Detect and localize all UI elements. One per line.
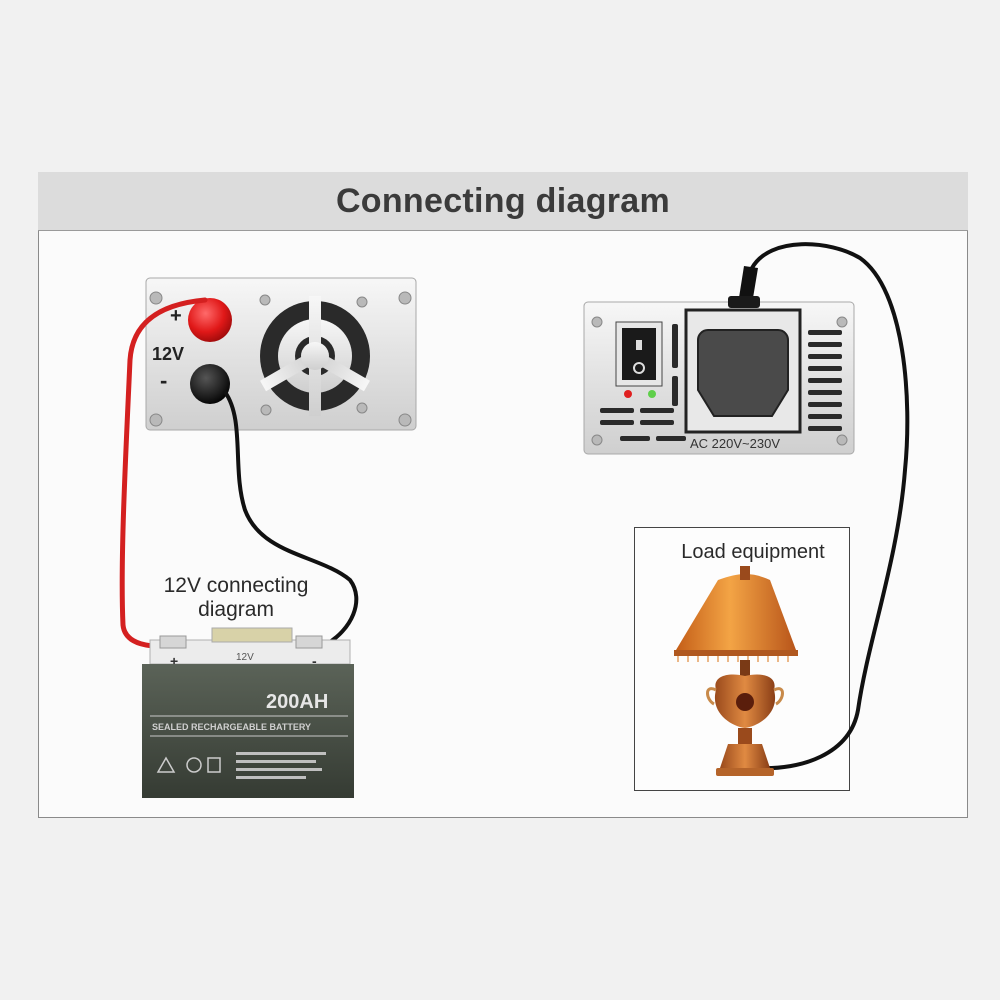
positive-sign: + — [170, 305, 182, 327]
battery-voltage: 12V — [236, 652, 254, 663]
positive-terminal — [188, 298, 232, 342]
battery-subtitle: SEALED RECHARGEABLE BATTERY — [152, 722, 311, 732]
battery-capacity: 200AH — [266, 691, 328, 713]
outlet-label: AC 220V~230V — [690, 436, 780, 451]
inverter-dc-panel: + 12V - — [145, 277, 417, 431]
power-plug — [728, 266, 760, 308]
black-wire — [223, 390, 359, 647]
ac-cord — [750, 242, 910, 771]
red-wire — [119, 297, 208, 649]
load-equipment-label: Load equipment — [681, 541, 825, 563]
negative-sign: - — [160, 368, 167, 393]
battery-positive-sign: + — [170, 653, 178, 669]
battery-warning-icons — [156, 756, 221, 773]
green-indicator-led — [648, 390, 656, 398]
title-bar: Connecting diagram — [38, 172, 968, 231]
power-switch[interactable] — [622, 328, 656, 380]
voltage-label: 12V — [152, 344, 184, 364]
red-indicator-led — [624, 390, 632, 398]
connecting-label: 12V connecting diagram — [163, 574, 309, 621]
negative-terminal — [190, 364, 230, 404]
battery: + - 12V 200AH SEALED RECHARGEABLE BATTER… — [142, 627, 354, 798]
inverter-ac-panel: AC 220V~230V — [583, 301, 855, 455]
battery-negative-sign: - — [312, 653, 317, 669]
page-title: Connecting diagram — [335, 182, 671, 220]
fan-grill-icon — [260, 296, 370, 416]
lamp-icon — [674, 566, 798, 776]
